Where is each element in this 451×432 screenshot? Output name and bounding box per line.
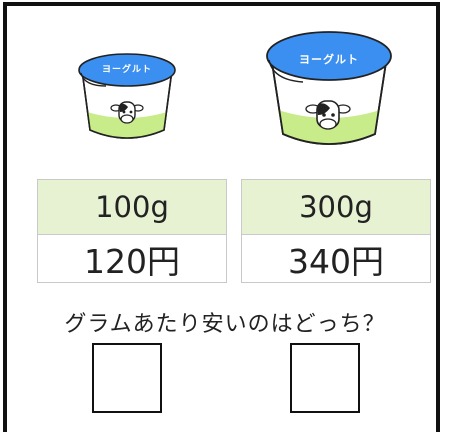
cup-small-lid-label: ヨーグルト: [101, 65, 152, 75]
question-text: グラムあたり安いのはどっち？: [64, 312, 386, 337]
price-card-small: 100g 120円: [37, 179, 227, 283]
yogurt-cup-large: ヨーグルト: [263, 26, 395, 154]
answer-box-large[interactable]: [290, 343, 360, 413]
price-label-large: 340円: [288, 242, 384, 281]
yogurt-cup-small-icon: [78, 53, 176, 139]
yogurt-cup-large-icon: [266, 31, 392, 145]
yogurt-cup-small: ヨーグルト: [76, 46, 178, 144]
cup-large-lid-label: ヨーグルト: [299, 53, 359, 66]
weight-label-large: 300g: [242, 180, 430, 235]
price-label-small: 120円: [84, 242, 180, 281]
worksheet-frame: [3, 2, 440, 432]
answer-box-small[interactable]: [92, 343, 162, 413]
right-margin: [440, 0, 451, 425]
price-card-large: 300g 340円: [241, 179, 431, 283]
weight-label-small: 100g: [38, 180, 226, 235]
